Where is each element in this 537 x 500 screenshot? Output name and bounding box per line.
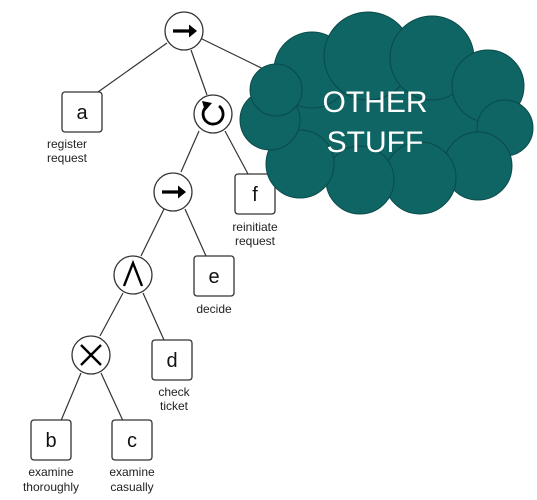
edge-seq-e <box>184 208 207 257</box>
activity-letter: b <box>45 430 56 452</box>
sequence-arrow-icon <box>162 185 186 199</box>
edge-xor-b <box>59 372 82 424</box>
activity-label: decide <box>196 302 232 316</box>
and-parallel-icon <box>122 259 144 287</box>
activity-letter: a <box>76 102 88 124</box>
edge-and-xor <box>99 292 124 337</box>
activity-label: examine <box>109 465 155 479</box>
activity-label: casually <box>110 480 153 494</box>
xor-choice-icon <box>80 344 102 366</box>
sequence-arrow-icon <box>173 24 197 38</box>
operator-parallel <box>113 255 153 295</box>
activity-label: check <box>158 385 190 399</box>
activity-label: ticket <box>160 399 189 413</box>
cloud-text: OTHER <box>323 86 428 119</box>
operator-sequence-inner <box>153 172 193 212</box>
activity-letter: f <box>252 184 258 206</box>
activity-letter: c <box>127 430 137 452</box>
loop-icon <box>201 101 225 126</box>
activity-letter: d <box>166 350 177 372</box>
cloud-shape <box>239 11 534 215</box>
edge-root-a <box>97 42 168 93</box>
operator-exclusive-choice <box>71 335 111 375</box>
edge-loop-seq <box>180 130 200 173</box>
edge-and-d <box>142 292 165 341</box>
edge-root-loop <box>190 49 208 96</box>
activity-label: examine <box>28 465 74 479</box>
activity-e: e decide <box>193 255 235 316</box>
edge-xor-c <box>100 372 125 424</box>
activity-label: request <box>47 151 88 165</box>
activity-label: thoroughly <box>23 480 79 494</box>
activity-d: d check ticket <box>151 339 193 413</box>
activity-b: b examine thoroughly <box>23 419 79 494</box>
activity-f: f reinitiate request <box>232 173 278 248</box>
other-stuff-cloud: OTHER STUFF <box>239 11 534 215</box>
activity-label: reinitiate <box>232 220 278 234</box>
tree-edges <box>59 37 291 424</box>
operator-root-sequence <box>164 11 204 51</box>
activity-label: register <box>47 137 87 151</box>
activity-label: request <box>235 234 276 248</box>
edge-loop-f <box>224 130 249 175</box>
operator-loop <box>193 94 233 134</box>
cloud-text: STUFF <box>327 126 424 159</box>
activity-a: a register request <box>47 91 103 165</box>
edge-seq-and <box>140 208 165 257</box>
activity-c: c examine casually <box>109 419 155 494</box>
activity-letter: e <box>208 266 219 288</box>
